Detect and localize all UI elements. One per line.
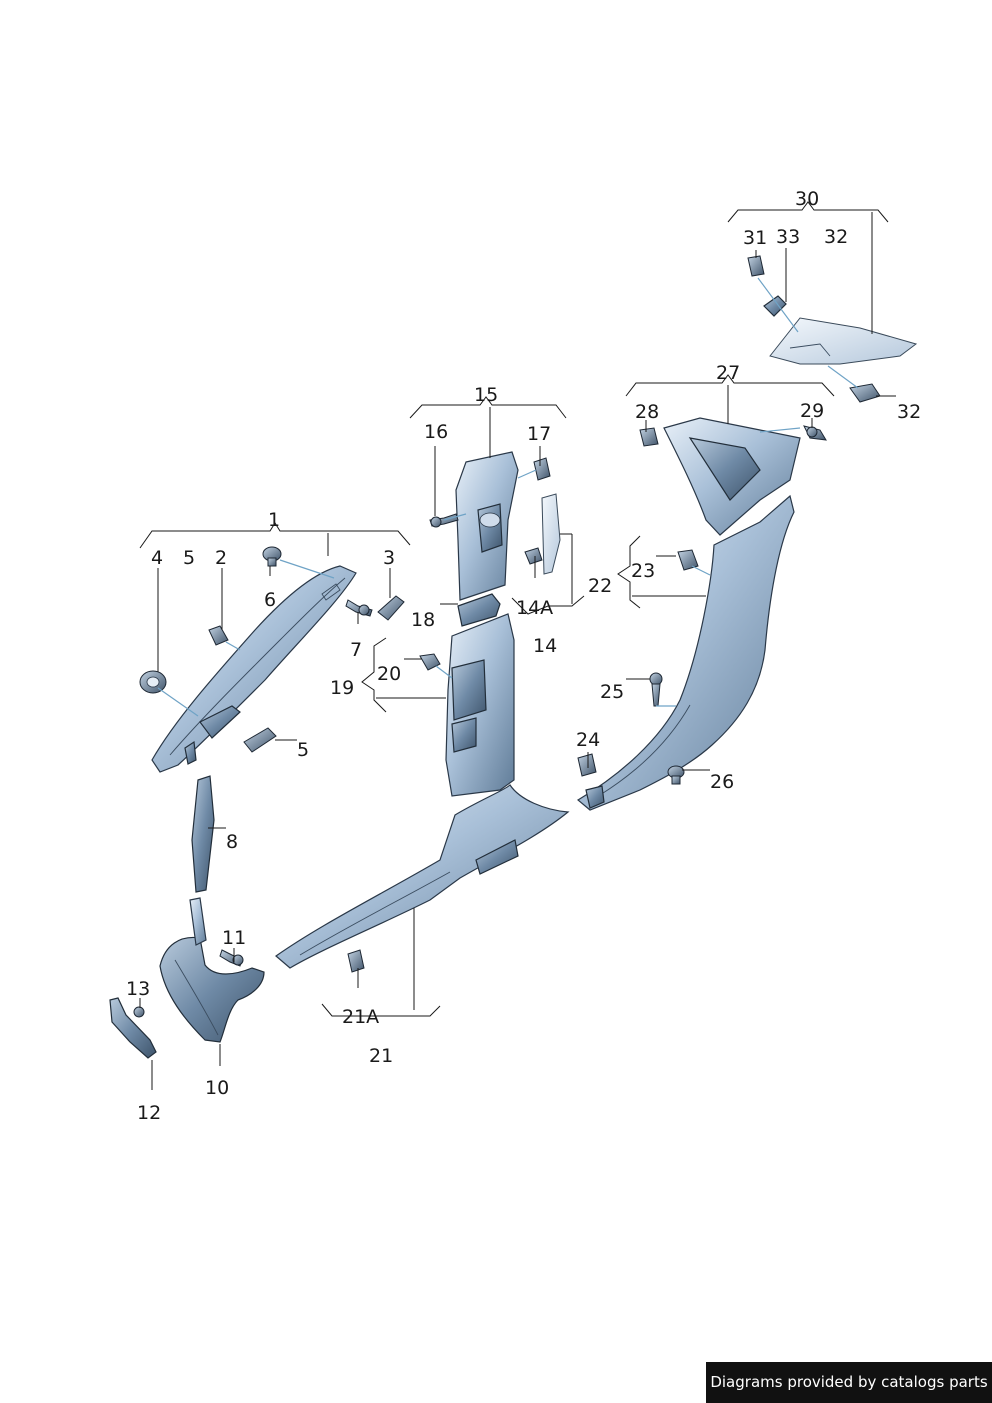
- callout-33: 33: [776, 226, 800, 248]
- callout-22: 22: [588, 575, 612, 597]
- callout-24: 24: [576, 729, 600, 751]
- part-31-clip: [747, 255, 765, 277]
- part-14a-bracket: [541, 493, 561, 575]
- part-13-clip: [133, 1006, 145, 1018]
- callout-15: 15: [474, 384, 498, 406]
- part-27-c-pillar-upper: [663, 417, 801, 536]
- callout-32: 32: [824, 226, 848, 248]
- callout-5: 5: [183, 547, 195, 569]
- part-15-b-pillar-upper: [455, 451, 519, 601]
- part-12-bracket: [109, 997, 157, 1059]
- callout-3: 3: [383, 547, 395, 569]
- callout-21a: 21A: [342, 1006, 379, 1028]
- part-25-screw: [649, 672, 663, 707]
- callout-26: 26: [710, 771, 734, 793]
- callout-8: 8: [226, 831, 238, 853]
- part-14a-clip: [524, 547, 543, 565]
- part-28-clip: [639, 427, 659, 447]
- part-24-clip: [577, 753, 597, 777]
- callout-19: 19: [330, 677, 354, 699]
- leader-lines: [139, 201, 896, 1090]
- part-16-screw: [429, 513, 459, 528]
- callout-13: 13: [126, 978, 150, 1000]
- callout-17: 17: [527, 423, 551, 445]
- callout-2: 2: [215, 547, 227, 569]
- part-4-ring-clip: [139, 670, 167, 694]
- attribution-banner: Diagrams provided by catalogs parts: [706, 1362, 992, 1403]
- part-5-clip: [243, 727, 277, 753]
- assembly-axes: [157, 277, 859, 717]
- part-8-strip: [191, 775, 215, 893]
- part-6-push-clip: [262, 546, 282, 567]
- part-33-bracket: [763, 295, 787, 317]
- part-29-screw: [803, 425, 827, 441]
- callout-labels: 1 4 5 2 3 6 7 5 8 11 13 10 12 15 16 17 1…: [126, 188, 921, 1124]
- callout-27: 27: [716, 362, 740, 384]
- part-10-footwell-trim: [159, 897, 265, 1043]
- callout-28: 28: [635, 401, 659, 423]
- part-20-clip: [419, 653, 441, 671]
- callout-7: 7: [350, 639, 362, 661]
- callout-1: 1: [268, 509, 280, 531]
- callout-11: 11: [222, 927, 246, 949]
- callout-32b: 32: [897, 401, 921, 423]
- callout-12: 12: [137, 1102, 161, 1124]
- callout-21: 21: [369, 1045, 393, 1067]
- callout-10: 10: [205, 1077, 229, 1099]
- part-11-screw: [219, 949, 244, 967]
- part-26-clip: [667, 765, 685, 785]
- callout-20: 20: [377, 663, 401, 685]
- callout-16: 16: [424, 421, 448, 443]
- callout-25: 25: [600, 681, 624, 703]
- part-23-clip: [677, 549, 699, 571]
- callout-14: 14: [533, 635, 557, 657]
- part-21a-clip: [347, 949, 365, 973]
- part-32-clip: [849, 383, 881, 403]
- callout-31: 31: [743, 227, 767, 249]
- callout-14a: 14A: [516, 597, 553, 619]
- part-21-sill-trim: [275, 784, 570, 969]
- part-30-rear-trim: [769, 317, 918, 365]
- part-2-clip: [208, 625, 229, 646]
- part-17-clip: [533, 457, 551, 481]
- part-3-clip: [377, 595, 405, 621]
- callout-18: 18: [411, 609, 435, 631]
- callout-30: 30: [795, 188, 819, 210]
- callout-4: 4: [151, 547, 163, 569]
- part-18-bracket: [457, 593, 501, 627]
- callout-6: 6: [264, 589, 276, 611]
- callout-23: 23: [631, 560, 655, 582]
- part-1-a-pillar-trim: [151, 565, 357, 773]
- part-14-b-pillar-lower: [445, 613, 515, 797]
- part-7-screw: [345, 599, 373, 617]
- part-22-c-pillar-lower: [576, 494, 795, 811]
- callout-29: 29: [800, 400, 824, 422]
- callout-5b: 5: [297, 739, 309, 761]
